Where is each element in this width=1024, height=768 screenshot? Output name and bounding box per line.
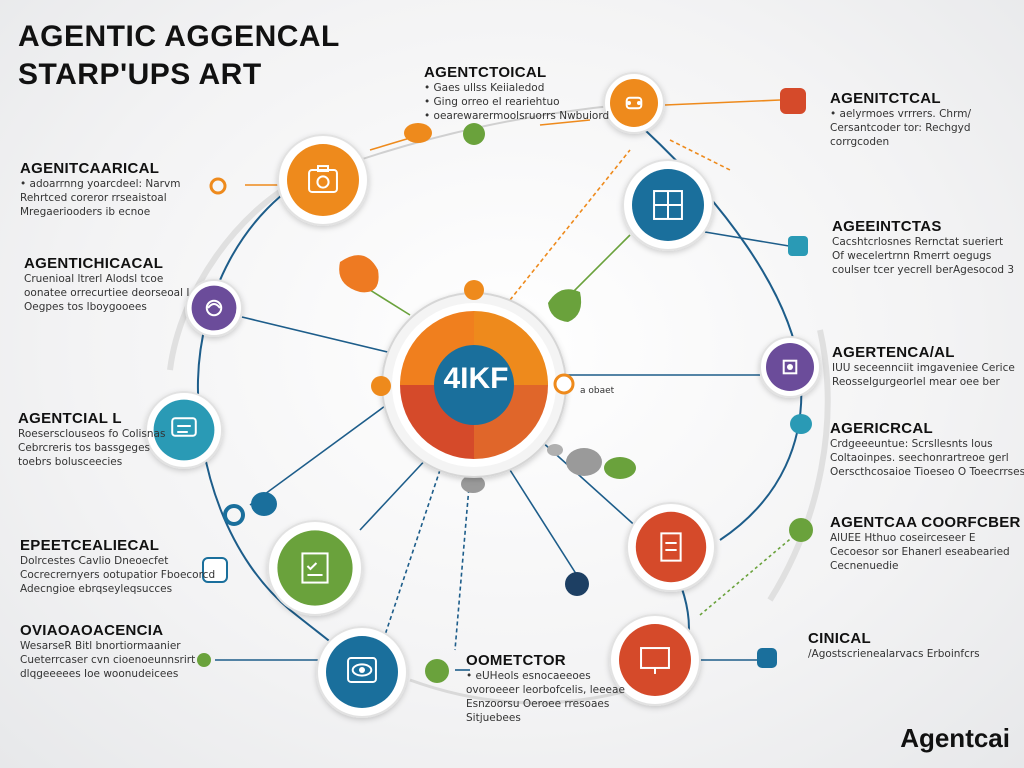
label-line: AlUEE Hthuo coseirceseer E bbox=[830, 532, 976, 544]
label-line: Cacshtcrlosnes Rernctat sueriert bbox=[832, 236, 1004, 248]
label-line: corrgcoden bbox=[830, 136, 890, 148]
label-line: Reosselgurgeorlel mear oee ber bbox=[832, 376, 1000, 388]
label-line: Oegpes tos lboygooees bbox=[24, 301, 147, 313]
label-line: Cersantcoder tor: Rechgyd bbox=[830, 122, 971, 134]
label-line: /Agostscrienealarvacs Erboinfcrs bbox=[808, 648, 980, 660]
label-line: toebrs bolusceecies bbox=[18, 456, 123, 468]
label-heading: AGENITCTCAL bbox=[830, 90, 941, 107]
label-line: Of wecelertrnn Rmerrt oegugs bbox=[832, 250, 992, 262]
nodes-layer bbox=[145, 72, 821, 718]
robot-icon bbox=[625, 96, 643, 110]
circuit-icon bbox=[782, 359, 798, 375]
label-right-5: CINICAL/Agostscrienealarvacs Erboinfcrs bbox=[808, 630, 980, 661]
label-line: • eUHeols esnocaeeoes bbox=[466, 670, 591, 682]
label-line: oonatee orrecurtiee deorseoal I bbox=[24, 287, 190, 299]
label-heading: AGERTENCA/AL bbox=[832, 344, 955, 361]
label-bottom-center: OOMETCTOR• eUHeols esnocaeeoes ovoroeeer … bbox=[466, 652, 625, 725]
document-icon bbox=[660, 532, 682, 562]
label-heading: AGENITCAARICAL bbox=[20, 160, 160, 177]
brain-icon bbox=[205, 299, 223, 317]
node-bottom-right-red bbox=[609, 614, 701, 706]
label-heading: OVIAOAOACENCIA bbox=[20, 622, 164, 639]
label-top-center: AGENTCTOICAL• Gaes ullss Keiialedod • Gin… bbox=[424, 64, 609, 123]
camera-icon bbox=[308, 165, 338, 193]
node-top-orange bbox=[603, 72, 665, 134]
label-line: Cebrcreris tos bassgeges bbox=[18, 442, 151, 454]
node-right-purple bbox=[759, 336, 821, 398]
node-left-purple bbox=[185, 279, 243, 337]
node-lower-left-green bbox=[267, 520, 363, 616]
node-right-red bbox=[626, 502, 716, 592]
label-line: ovoroeeer leorbofcelis, leeeae bbox=[466, 684, 625, 696]
label-line: IUU seceennciit imgaveniee Cerice bbox=[832, 362, 1015, 374]
label-line: dlqgeeeees Ioe woonudeicees bbox=[20, 668, 179, 680]
label-heading: AGENTCIAL L bbox=[18, 410, 122, 427]
monitor-icon bbox=[640, 647, 670, 674]
title-line-2: STARP'UPS ART bbox=[18, 58, 262, 91]
label-line: Oerscthcosaioe Tioeseo O Toeecrrses bbox=[830, 466, 1024, 478]
label-heading: AGENTCAA COORFCBER bbox=[830, 514, 1021, 531]
label-heading: CINICAL bbox=[808, 630, 871, 647]
label-line: Roesersclouseos fo Colisnas bbox=[18, 428, 166, 440]
label-line: Crdgeeeuntue: Scrsllesnts lous bbox=[830, 438, 993, 450]
node-top-left-orange bbox=[277, 134, 369, 226]
checklist-icon bbox=[301, 552, 329, 584]
node-left-teal bbox=[145, 391, 223, 469]
label-line: Rehrtced coreror rrseaistoal bbox=[20, 192, 167, 204]
label-line: Dolrcestes Cavlio Dneoecfet bbox=[20, 555, 169, 567]
label-line: Esnzoorsu Oeroee rresoaes bbox=[466, 698, 610, 710]
label-heading: AGENTICHICACAL bbox=[24, 255, 164, 272]
label-heading: AGENTCTOICAL bbox=[424, 64, 547, 81]
eye-icon bbox=[347, 657, 377, 683]
label-line: • Ging orreo eI reariehtuo bbox=[424, 96, 560, 108]
label-heading: AGEEINTCTAS bbox=[832, 218, 942, 235]
dashboard-icon bbox=[653, 190, 683, 220]
label-line: • oearewarermoolsruorrs Nwbuiord bbox=[424, 110, 610, 122]
brand-logo-text: Agentcai bbox=[900, 723, 1010, 753]
label-line: WesarseR Bitl bnortiormaanier bbox=[20, 640, 181, 652]
label-line: Cecoesor sor Ehanerl eseabearied bbox=[830, 546, 1010, 558]
label-heading: AGERICRCAL bbox=[830, 420, 933, 437]
label-line: Cecnenuedie bbox=[830, 560, 899, 572]
title-line-1: AGENTIC AGGENCAL bbox=[18, 20, 340, 53]
label-line: Adecngioe ebrqseyleqsucces bbox=[20, 583, 173, 595]
label-line: Coltaoinpes. seechonrartreoe gerl bbox=[830, 452, 1009, 464]
label-line: Cocrecrernyers ootupatior Fboecorcd bbox=[20, 569, 216, 581]
center-caption: a obaet bbox=[580, 386, 615, 396]
label-line: • Gaes ullss Keiialedod bbox=[424, 82, 545, 94]
chat-icon bbox=[171, 417, 197, 437]
label-line: Cruenioal ltrerl Alodsl tcoe bbox=[24, 273, 164, 285]
label-line: coulser tcer yecrell berAgesocod 3 bbox=[832, 264, 1015, 276]
node-upper-right-blue bbox=[622, 159, 714, 251]
center-hub-label: 4IKF bbox=[443, 362, 509, 395]
label-top-right: AGENITCTCAL• aelyrmoes vrrrers. Chrm/Cer… bbox=[830, 90, 971, 149]
label-left-1: AGENITCAARICAL• adoarrnng yoarcdeel: Nar… bbox=[20, 160, 180, 219]
center-hub bbox=[371, 280, 575, 478]
label-line: Sitjuebees bbox=[466, 712, 521, 724]
label-line: • adoarrnng yoarcdeel: Narvm bbox=[20, 178, 181, 190]
node-bottom-blue bbox=[316, 626, 408, 718]
decorative-connectors bbox=[197, 88, 813, 683]
label-line: • aelyrmoes vrrrers. Chrm/ bbox=[830, 108, 971, 120]
label-line: Mregaeriooders ib ecnoe bbox=[20, 206, 151, 218]
label-heading: EPEETCEALIECAL bbox=[20, 537, 160, 554]
label-heading: OOMETCTOR bbox=[466, 652, 566, 669]
label-line: Cueterrcaser cvn cioenoeunnsrirt bbox=[20, 654, 196, 666]
